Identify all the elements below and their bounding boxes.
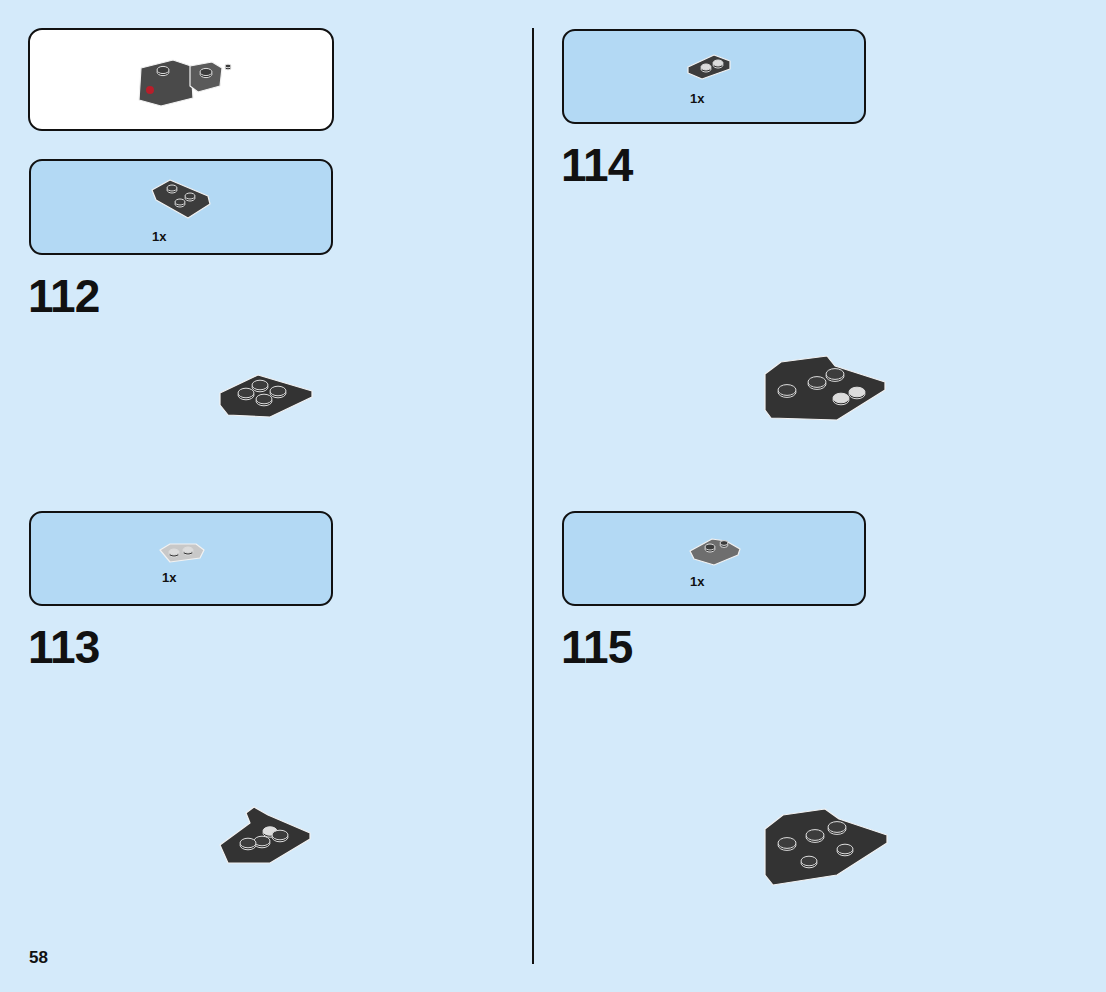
parts-box-fill xyxy=(30,160,332,254)
submodel-illustration xyxy=(139,60,193,106)
step-number: 112 xyxy=(28,273,99,319)
step-model xyxy=(765,809,887,885)
step-model xyxy=(220,807,310,863)
parts-box-fill xyxy=(563,512,865,605)
part-count: 1x xyxy=(152,230,166,243)
parts-box: 1x xyxy=(29,511,333,606)
bracket-part xyxy=(688,55,730,79)
step-number: 115 xyxy=(561,624,632,670)
step-model xyxy=(220,375,312,417)
submodel-detail xyxy=(146,86,154,94)
submodel-illustration xyxy=(190,62,231,92)
clip-plate-part xyxy=(160,544,204,562)
submodel-callout xyxy=(29,29,333,130)
parts-box-fill xyxy=(30,512,332,605)
part-count: 1x xyxy=(162,571,176,584)
page-number: 58 xyxy=(29,949,48,966)
step-number: 113 xyxy=(28,624,99,670)
column-divider xyxy=(532,28,534,964)
parts-box: 1x xyxy=(562,29,866,124)
step-model xyxy=(765,356,885,420)
parts-box: 1x xyxy=(562,511,866,606)
curved-slope-part xyxy=(690,539,740,565)
step-number: 114 xyxy=(561,142,632,188)
part-count: 1x xyxy=(690,575,704,588)
plate-part xyxy=(152,180,210,218)
part-count: 1x xyxy=(690,92,704,105)
parts-box-fill xyxy=(563,30,865,123)
parts-box: 1x xyxy=(29,159,333,255)
